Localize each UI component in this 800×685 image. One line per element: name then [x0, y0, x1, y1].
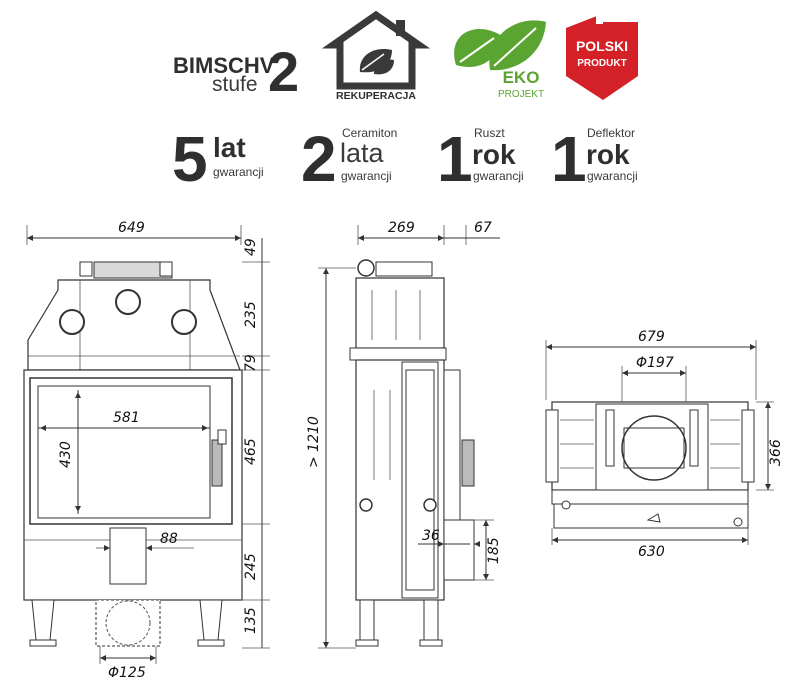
warranty-sub: gwarancji — [341, 169, 392, 183]
warranty-sub: gwarancji — [213, 165, 264, 179]
bimschv-badge: BIMSCHV stufe 2 — [173, 40, 299, 103]
warranty-sub: gwarancji — [473, 169, 524, 183]
side-view-drawing: 269 67 > 1210 36 185 — [306, 220, 502, 649]
top-view-drawing: 679 Φ197 366 6 — [545, 329, 784, 560]
warranty-ceramiton: 2 Ceramiton lata gwarancji — [301, 123, 397, 195]
produkt-label: PRODUKT — [577, 58, 626, 69]
top-depth-dim: 366 — [768, 439, 784, 466]
glass-width-dim: 581 — [113, 410, 140, 426]
house-icon — [321, 10, 431, 90]
eko-label: EKO — [503, 68, 540, 87]
front-h2-dim: 235 — [243, 301, 259, 328]
polski-label: POLSKI — [576, 38, 628, 54]
warranty-5: 5 lat gwarancji — [172, 123, 264, 195]
eko-projekt-badge: EKO PROJEKT — [454, 20, 546, 100]
bimschv-label: BIMSCHV — [173, 53, 275, 78]
warranty-word: lata — [340, 138, 385, 168]
polski-flag-shape — [566, 14, 638, 100]
warranty-word: rok — [586, 139, 630, 170]
rekuperacja-badge: REKUPERACJA — [321, 10, 431, 102]
warranty-deflektor: 1 Deflektor rok gwarancji — [551, 123, 638, 195]
top-width-dim: 679 — [638, 329, 665, 345]
warranty-sub: gwarancji — [587, 169, 638, 183]
side-height-dim: > 1210 — [306, 416, 322, 468]
polski-produkt-badge: POLSKI PRODUKT — [566, 14, 638, 100]
front-h3-dim: 79 — [243, 354, 259, 372]
front-h4-dim: 465 — [243, 438, 259, 465]
front-h5-dim: 245 — [243, 553, 259, 580]
warranty-top: Ruszt — [474, 126, 505, 140]
side-depth-dim: 269 — [388, 220, 415, 236]
warranty-ruszt: 1 Ruszt rok gwarancji — [437, 123, 524, 195]
duct-diameter-dim: Φ125 — [108, 665, 146, 681]
bimschv-level: 2 — [268, 40, 299, 103]
side-185-dim: 185 — [486, 537, 502, 564]
warranty-number: 2 — [301, 123, 337, 195]
warranty-number: 1 — [551, 123, 587, 195]
warranty-number: 5 — [172, 123, 208, 195]
leaf-icon — [454, 20, 546, 71]
warranty-top: Deflektor — [587, 126, 635, 140]
front-h6-dim: 135 — [243, 607, 259, 634]
front-h1-dim: 49 — [243, 238, 259, 256]
bimschv-stufe-label: stufe — [212, 73, 258, 96]
front-view-drawing: 649 581 430 88 — [23, 220, 270, 681]
side-offset-dim: 67 — [474, 220, 492, 236]
warranty-word: rok — [472, 139, 516, 170]
side-36-dim: 36 — [422, 528, 440, 544]
warranty-top: Ceramiton — [342, 126, 397, 140]
top-base-dim: 630 — [638, 544, 665, 560]
front-width-dim: 649 — [118, 220, 145, 236]
warranty-word: lat — [213, 132, 246, 163]
rekuperacja-label: REKUPERACJA — [336, 90, 416, 102]
air-width-dim: 88 — [160, 531, 178, 547]
warranty-number: 1 — [437, 123, 473, 195]
top-flue-dim: Φ197 — [636, 355, 674, 371]
glass-height-dim: 430 — [58, 441, 74, 468]
projekt-label: PROJEKT — [498, 89, 544, 100]
